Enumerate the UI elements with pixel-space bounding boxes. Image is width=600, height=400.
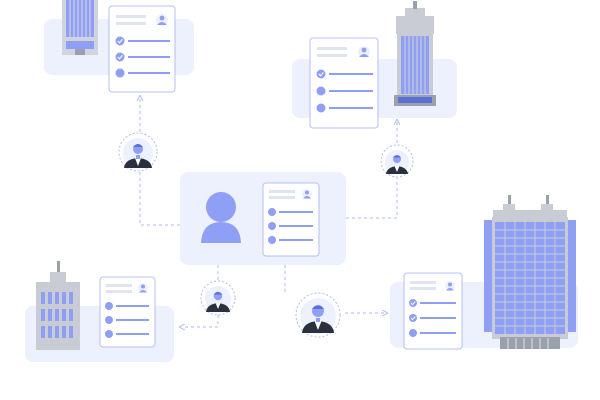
top-right-office-card (292, 1, 457, 129)
office-building-icon (484, 195, 576, 349)
connector-bottom-left (182, 265, 219, 327)
top-left-office-card (44, 0, 194, 93)
profile-document-icon (108, 5, 176, 93)
checkmark-icon (409, 314, 417, 322)
office-building-icon (36, 261, 80, 350)
user-silhouette-icon (201, 192, 241, 243)
profile-document-icon (99, 276, 156, 348)
office-building-icon (62, 0, 98, 55)
profile-document-icon (262, 182, 320, 257)
bottom-left-office-card (25, 261, 174, 362)
connection-lines (140, 98, 397, 327)
checkmark-icon (316, 69, 326, 79)
businessman-avatar-icon (123, 138, 153, 168)
checkmark-icon (409, 299, 417, 307)
agent-bottom-right (295, 292, 341, 338)
businessman-avatar-icon (300, 298, 336, 334)
businessman-avatar-icon (205, 286, 231, 312)
office-building-icon (394, 1, 436, 106)
connector-bottom-right (284, 265, 385, 313)
profile-document-icon (309, 37, 379, 129)
agent-top-left (118, 132, 158, 172)
connector-top-right (346, 122, 397, 219)
agent-top-right (380, 144, 414, 178)
profile-document-icon (403, 272, 463, 350)
agent-bottom-left (200, 280, 236, 316)
central-profile-card (180, 172, 346, 265)
checkmark-icon (115, 36, 125, 46)
checkmark-icon (115, 52, 125, 62)
businessman-avatar-icon (385, 150, 409, 174)
connector-top-left (140, 98, 180, 226)
bottom-right-office-card (390, 195, 578, 350)
